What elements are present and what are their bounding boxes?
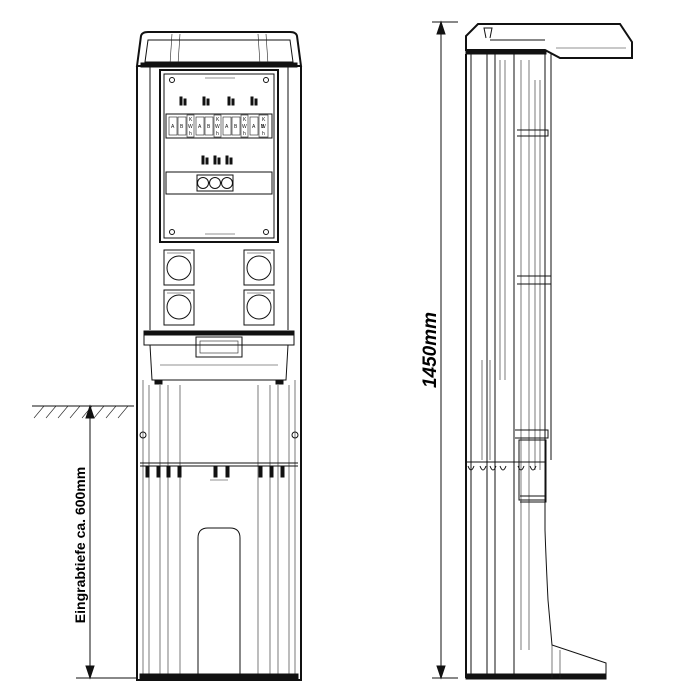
side-cap — [465, 23, 633, 59]
side-view — [465, 23, 633, 680]
breaker-label: A — [252, 124, 256, 130]
meter-label: W — [242, 124, 247, 130]
breaker-label: A — [225, 124, 229, 130]
breaker-label: B — [180, 124, 184, 130]
ground-level — [32, 405, 134, 419]
breaker-label: A — [171, 124, 175, 130]
vent-strip — [140, 462, 298, 481]
breaker-label: B — [261, 124, 265, 130]
socket-group — [163, 249, 275, 326]
front-middle-band — [143, 330, 295, 385]
front-view: A B A B A B A B K W h K W h K W h K W h — [135, 31, 303, 681]
meter-label: K — [243, 117, 247, 123]
meter-label: h — [243, 131, 246, 137]
depth-label: Eingrabtiefe ca. 600mm — [72, 467, 88, 623]
fuse-marks-middle — [201, 155, 233, 165]
meter-label: K — [262, 117, 266, 123]
height-dimension: 1450mm — [420, 20, 458, 680]
meter-label: K — [189, 117, 193, 123]
depth-dimension: Eingrabtiefe ca. 600mm — [72, 404, 136, 680]
side-column-body — [465, 54, 607, 680]
meter-label: W — [188, 124, 193, 130]
meter-label: W — [215, 124, 220, 130]
handle-recess — [195, 336, 243, 358]
meter-label: K — [216, 117, 220, 123]
cable-entry-opening — [197, 527, 241, 680]
socket-housing — [163, 249, 195, 286]
height-label: 1450mm — [420, 312, 441, 388]
fuse-holder-row — [165, 171, 273, 195]
meter-breaker-row: A B A B A B A B K W h K W h K W h K W h — [165, 113, 273, 139]
breaker-label: A — [198, 124, 202, 130]
socket-housing — [163, 289, 195, 326]
socket-housing — [243, 289, 275, 326]
meter-label: h — [216, 131, 219, 137]
front-column-body — [136, 67, 302, 681]
meter-label: W — [261, 124, 266, 130]
front-cap — [135, 31, 303, 68]
meter-label: h — [189, 131, 192, 137]
socket-housing — [243, 249, 275, 286]
breaker-label: B — [234, 124, 238, 130]
breaker-label: B — [207, 124, 211, 130]
distribution-panel: A B A B A B A B K W h K W h K W h K W h — [159, 69, 279, 243]
meter-label: h — [262, 131, 265, 137]
fuse-marks-top — [179, 96, 258, 106]
